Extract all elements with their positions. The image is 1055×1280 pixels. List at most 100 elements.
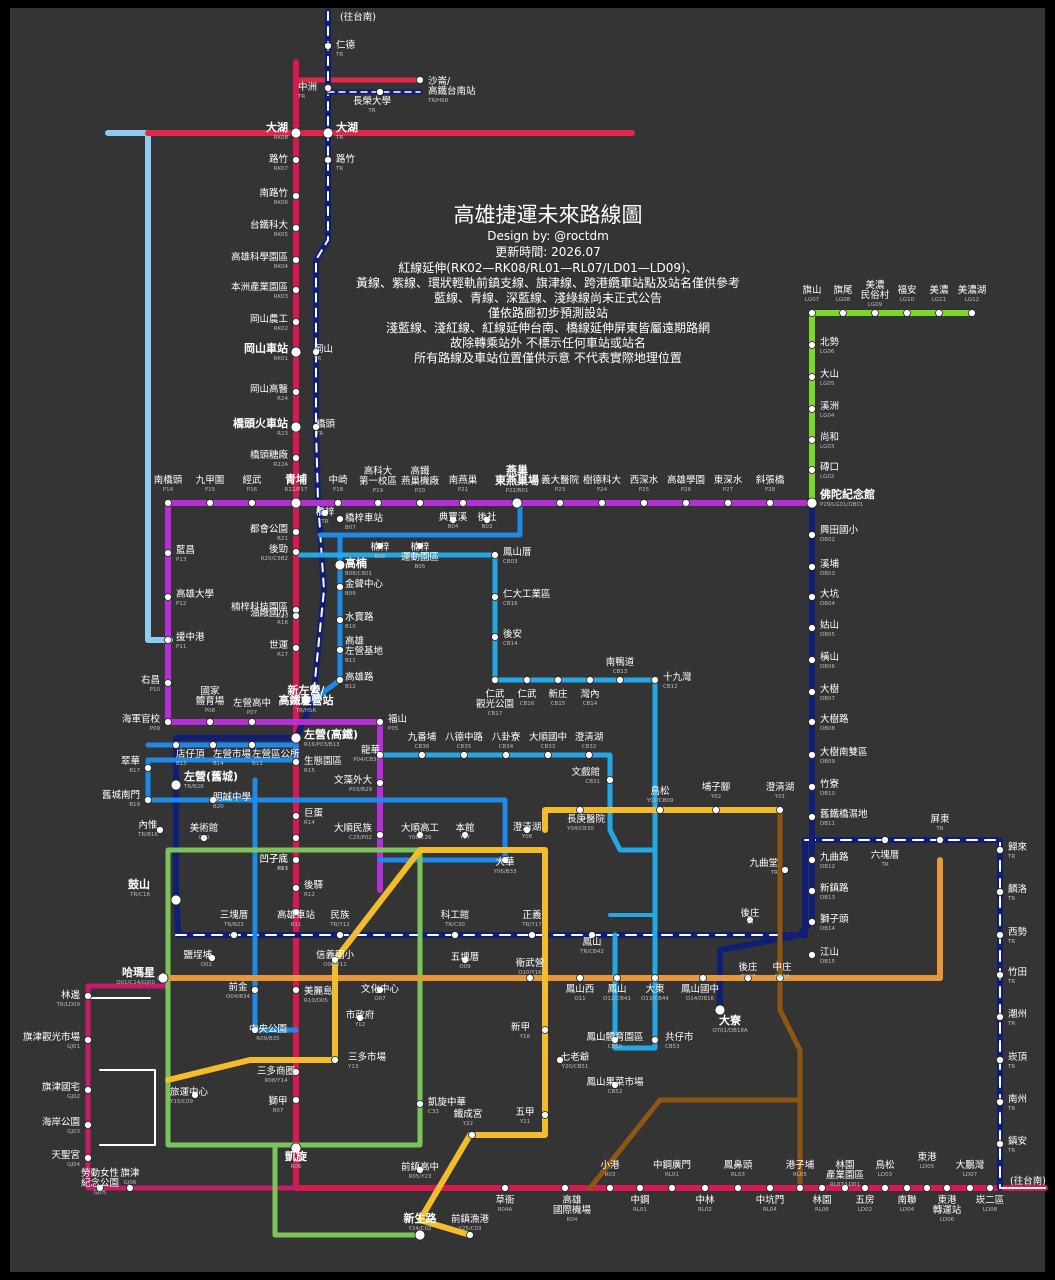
station-dot <box>451 931 459 939</box>
station-dot <box>502 751 510 759</box>
station-code: DB14 <box>820 926 836 932</box>
station-name: 江山 <box>820 947 839 958</box>
station-name: 燕巢 <box>506 463 529 477</box>
station-code: LD04 <box>900 1207 915 1213</box>
station-name: 後驛 <box>304 879 324 891</box>
station-dot <box>682 499 690 507</box>
station-code: Y15/C09 <box>169 1099 194 1105</box>
station-name: 青埔 <box>285 472 307 486</box>
station-code: R20/C5B2 <box>261 556 288 562</box>
station-code: DB12 <box>820 864 835 870</box>
station-name: 體育場 <box>196 695 225 707</box>
station-name: 美濃湖 <box>958 284 987 296</box>
station-name: 中央公園 <box>249 1023 287 1035</box>
station-code: RL01 <box>633 1207 647 1213</box>
station-name: 觀光公園 <box>476 698 514 710</box>
station-code: DB02 <box>820 537 835 543</box>
map-note-3: 藍線、青線、深藍線、淺綠線尚未正式公告 <box>434 290 662 305</box>
station-dot <box>336 583 344 591</box>
station-code: TR <box>313 356 321 362</box>
station-name: 橫山 <box>820 651 839 663</box>
station-name: 新左營/ <box>287 683 325 697</box>
station-code: TR/C30 <box>444 922 465 928</box>
station-dot <box>84 1154 92 1162</box>
station-name: 高雄 <box>345 635 365 647</box>
station-code: LG06 <box>820 349 835 355</box>
station-code: CB14 <box>503 641 518 647</box>
station-name: 經武 <box>242 474 262 486</box>
station-dot <box>449 516 457 524</box>
station-name: 姑山 <box>820 619 839 631</box>
station-code: DB04 <box>820 601 836 607</box>
station-name: 左營(高鐵) <box>303 727 358 741</box>
station-code: R13 <box>277 866 288 872</box>
station-code: CB36 <box>415 744 430 750</box>
station-code: P07 <box>247 710 258 716</box>
station-dot <box>640 499 648 507</box>
station-dot <box>292 834 300 842</box>
station-dot <box>336 646 344 654</box>
station-dot <box>808 373 816 381</box>
station-code: CB31 <box>585 779 600 785</box>
station-dot <box>331 956 339 964</box>
station-name: 都會公園 <box>250 523 288 535</box>
station-code: DB05 <box>820 632 836 638</box>
route-lines <box>85 9 1048 1238</box>
station-code: LG07 <box>805 297 820 303</box>
station-code: R06 <box>291 1164 302 1170</box>
station-dot <box>483 516 491 524</box>
station-code: TR <box>880 862 888 868</box>
station-name: 高科大 <box>364 465 393 477</box>
station-name: 旗尾 <box>833 284 852 296</box>
station-dot <box>541 1111 549 1119</box>
station-code: Y08 <box>521 834 533 840</box>
station-dot <box>611 1036 619 1044</box>
east-terminal-label: (往台南) <box>1010 1175 1046 1187</box>
station-code: DB10 <box>820 791 836 797</box>
station-name: 林園 <box>835 1159 854 1171</box>
station-name: 旗津國宅 <box>42 1081 80 1093</box>
station-dot <box>996 1056 1004 1064</box>
station-name: 潮州 <box>1008 1008 1027 1020</box>
station-dot <box>576 806 584 814</box>
station-code: O12/CB41 <box>603 996 631 1002</box>
station-dot <box>541 1026 549 1034</box>
station-code: GJ06 <box>124 1180 137 1186</box>
station-code: TR <box>315 431 323 437</box>
station-code: RL05 <box>793 1172 807 1178</box>
station-dot <box>324 84 332 92</box>
station-dot <box>312 348 320 356</box>
station-dot <box>586 676 594 684</box>
station-code: P04/CB37 <box>353 757 380 763</box>
station-code: R12 <box>304 892 315 898</box>
station-name: 福安 <box>897 284 916 296</box>
station-name: 旗津 <box>120 1167 140 1179</box>
station-dot <box>292 156 300 164</box>
station-name: 南聯 <box>897 1194 917 1206</box>
station-name: 高雄大學 <box>176 588 214 600</box>
station-name: 大順民族 <box>334 822 373 834</box>
station-name: 橋梓車站 <box>345 512 384 524</box>
station-dot <box>808 813 816 821</box>
station-dot <box>191 1091 199 1099</box>
station-dot <box>613 974 621 982</box>
station-name: 岡山 <box>314 344 333 355</box>
station-name: 林園 <box>812 1194 831 1206</box>
station-code: B19 <box>129 802 140 808</box>
station-name: 斜張橋 <box>756 474 785 486</box>
station-name: 左營基地 <box>345 645 384 657</box>
station-dot <box>331 1056 339 1064</box>
station-dot <box>290 346 302 358</box>
station-name: 後安 <box>503 628 522 640</box>
station-dot <box>376 751 384 759</box>
station-dot <box>336 616 344 624</box>
station-dot <box>416 1166 424 1174</box>
station-name: 中林 <box>695 1194 715 1206</box>
station-dot <box>996 1140 1004 1148</box>
station-name: 旗山 <box>802 284 821 296</box>
station-dot <box>776 974 784 982</box>
station-code: Y07 <box>459 835 471 841</box>
cyan-line <box>297 552 658 1051</box>
station-name: 東港 <box>937 1194 957 1206</box>
station-code: O09 <box>459 964 471 970</box>
